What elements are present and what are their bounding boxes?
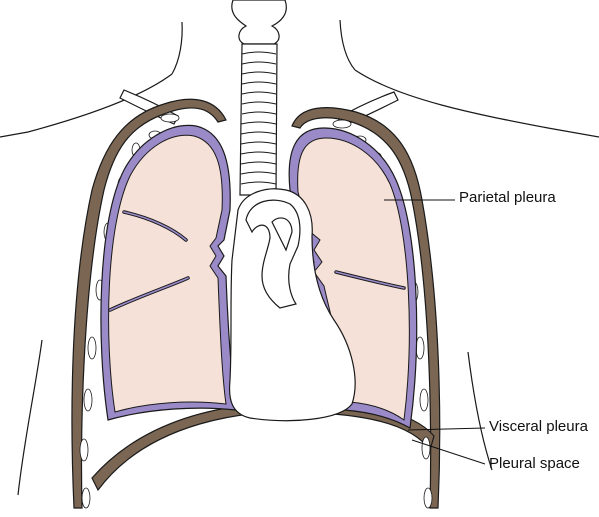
neck-left bbox=[171, 21, 183, 75]
shoulder-right bbox=[354, 69, 599, 138]
left-lung bbox=[100, 124, 237, 421]
trachea-rings bbox=[240, 51, 277, 185]
neck-right bbox=[339, 19, 356, 71]
heart bbox=[228, 188, 356, 422]
armpit-right bbox=[467, 351, 493, 471]
vessel-inner bbox=[271, 217, 293, 252]
label-pleural-space: Pleural space bbox=[489, 455, 580, 472]
leader-space bbox=[411, 439, 486, 465]
diaphragm bbox=[91, 401, 435, 492]
left-fissures-inner bbox=[109, 211, 189, 311]
left-lung-tissue bbox=[108, 134, 227, 413]
label-visceral-pleura: Visceral pleura bbox=[489, 418, 588, 435]
leader-visceral bbox=[407, 427, 486, 431]
armpit-left bbox=[17, 339, 43, 496]
shoulder-left bbox=[0, 73, 173, 138]
chest-wall bbox=[71, 98, 441, 509]
body-outline bbox=[0, 19, 599, 496]
right-fissures-inner bbox=[335, 271, 405, 289]
label-parietal-pleura: Parietal pleura bbox=[459, 189, 556, 206]
trachea bbox=[231, 0, 287, 196]
